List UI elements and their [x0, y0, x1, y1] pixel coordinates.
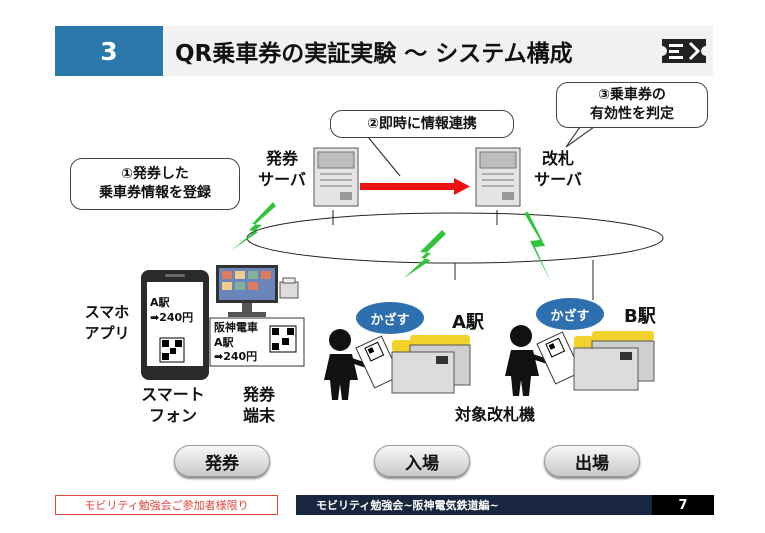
- issue-server-label: 発券サーバ: [258, 149, 306, 189]
- phone-screen-fare: ➡240円: [150, 311, 194, 324]
- hold-bubble-a: かざす: [356, 302, 424, 334]
- footer-title: モビリティ勉強会~阪神電気鉄道編~: [296, 495, 652, 515]
- ticket-fare: ➡240円: [214, 350, 258, 363]
- ticket-gate-b-icon: [573, 331, 655, 391]
- link-callout: ②即時に情報連携: [330, 110, 514, 138]
- register-callout-line2: 乗車券情報を登録: [99, 185, 211, 201]
- judge-callout-line1: ③乗車券の: [598, 87, 666, 103]
- smartphone-icon: [141, 270, 209, 380]
- gate-server-icon: [475, 147, 521, 207]
- ticket-company: 阪神電車: [214, 321, 258, 334]
- register-callout: ①発券した 乗車券情報を登録: [70, 158, 240, 210]
- slide-title: QR乗車券の実証実験 〜 システム構成: [163, 26, 713, 76]
- lightning-icon: [404, 230, 446, 278]
- target-gates-label: 対象改札機: [455, 405, 536, 424]
- held-ticket-icon: [536, 331, 582, 385]
- issue-button[interactable]: 発券: [174, 445, 270, 477]
- network-ellipse: [246, 212, 664, 264]
- exit-button[interactable]: 出場: [544, 445, 640, 477]
- station-b-label: B駅: [624, 306, 656, 327]
- app-label: スマホアプリ: [84, 303, 130, 342]
- issue-server-icon: [313, 147, 359, 207]
- person-icon: [324, 329, 369, 400]
- page-number: 7: [652, 495, 714, 515]
- station-a-label: A駅: [452, 312, 484, 333]
- sync-arrow-icon: [360, 178, 470, 195]
- register-callout-line1: ①発券した: [121, 166, 189, 182]
- judge-callout: ③乗車券の 有効性を判定: [556, 82, 708, 128]
- smartphone-label: スマートフォン: [141, 385, 205, 425]
- slide-number: 3: [55, 26, 163, 76]
- link-callout-text: ②即時に情報連携: [367, 115, 477, 132]
- lightning-icon: [524, 212, 551, 282]
- ticket-terminal-icon: [216, 265, 299, 317]
- hold-bubble-b: かざす: [536, 298, 604, 330]
- printed-ticket-icon: [209, 317, 305, 367]
- held-ticket-icon: [355, 335, 401, 389]
- gate-server-label: 改札サーバ: [534, 149, 582, 189]
- terminal-label: 発券端末: [242, 385, 275, 425]
- footer-notice: モビリティ勉強会ご参加者様限り: [55, 495, 278, 515]
- entry-button[interactable]: 入場: [374, 445, 470, 477]
- ticket-station: A駅: [214, 336, 234, 349]
- lightning-icon: [232, 202, 276, 250]
- person-icon: [505, 325, 550, 396]
- phone-screen-station: A駅: [150, 296, 170, 309]
- judge-callout-line2: 有効性を判定: [590, 106, 674, 122]
- ticket-gate-a-icon: [391, 335, 471, 394]
- ticket-icon: [660, 39, 708, 63]
